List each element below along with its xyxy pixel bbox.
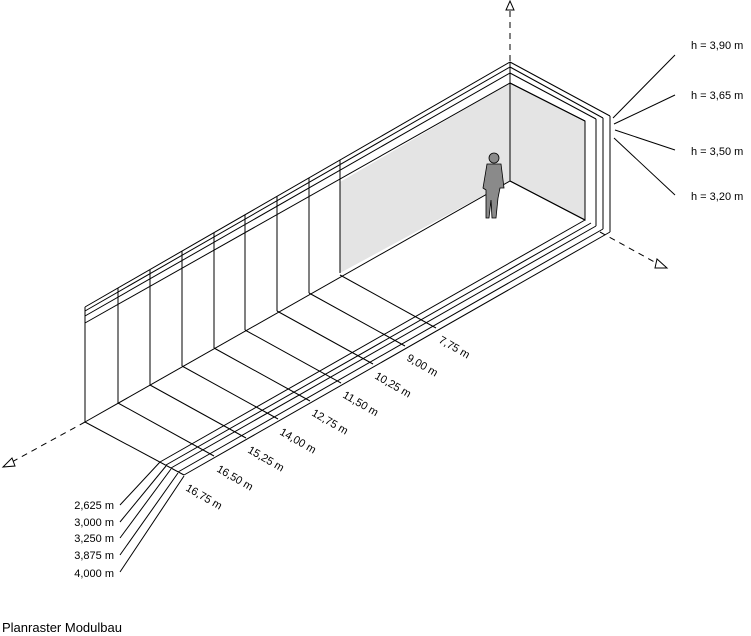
right-axis	[599, 231, 661, 266]
width-label: 3,875 m	[74, 550, 114, 562]
height-leader-lines	[612, 54, 676, 196]
length-label: 11,50 m	[341, 389, 381, 419]
length-label: 12,75 m	[310, 407, 350, 437]
width-label: 3,250 m	[74, 533, 114, 545]
height-label: h = 3,20 m	[691, 191, 743, 203]
wall-top-lines	[84, 61, 611, 324]
length-label: 16,75 m	[184, 482, 224, 512]
length-label: 14,00 m	[278, 426, 318, 456]
height-label: h = 3,90 m	[691, 40, 743, 52]
left-axis	[9, 421, 86, 464]
length-label: 10,25 m	[373, 370, 413, 400]
width-label: 3,000 m	[74, 517, 114, 529]
length-labels: 7,75 m 9,00 m 10,25 m 11,50 m 12,75 m 14…	[184, 334, 472, 512]
arrow-left-icon	[1, 457, 16, 468]
length-label: 15,25 m	[246, 444, 286, 474]
back-corner-lines	[584, 116, 611, 232]
width-label: 4,000 m	[74, 568, 114, 580]
length-label: 7,75 m	[437, 334, 472, 361]
arrow-up-icon	[505, 0, 515, 11]
diagram-caption: Planraster Modulbau	[2, 620, 122, 635]
floor-lines	[84, 180, 611, 476]
width-label: 2,625 m	[74, 500, 114, 512]
person-icon	[482, 152, 505, 219]
height-label: h = 3,50 m	[691, 146, 743, 158]
wall-module-lines	[84, 62, 511, 422]
length-label: 9,00 m	[405, 352, 440, 379]
back-wall	[509, 82, 586, 221]
height-label: h = 3,65 m	[691, 90, 743, 102]
side-wall-shade	[340, 83, 510, 273]
length-label: 16,50 m	[215, 463, 255, 493]
width-leader-lines	[119, 461, 185, 573]
arrow-right-icon	[654, 258, 669, 269]
